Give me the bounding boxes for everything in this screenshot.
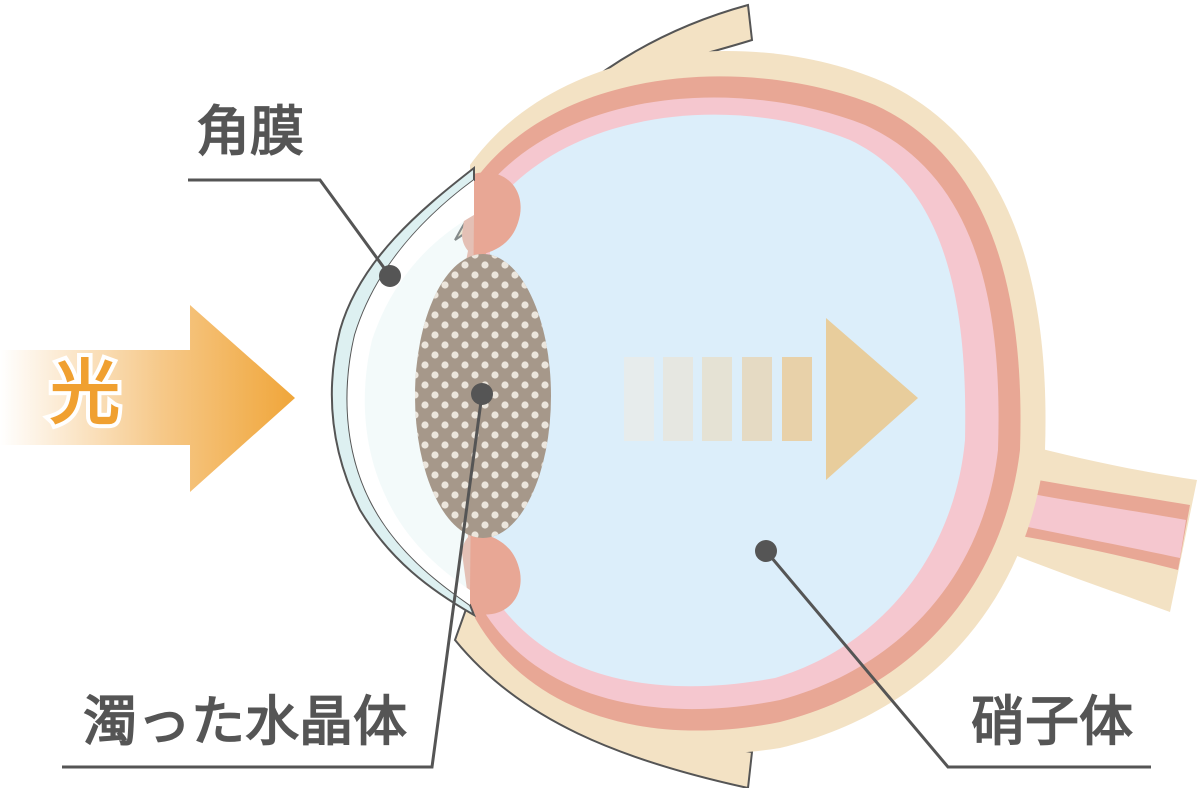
faded-right-arrow-icon <box>624 318 918 480</box>
cornea-callout <box>188 178 401 287</box>
cloudy-lens-label: 濁った水晶体 <box>83 690 407 753</box>
vitreous-callout <box>755 540 1151 769</box>
iris-lower <box>462 532 521 615</box>
light-arrow-icon <box>0 305 295 492</box>
light-label: 光 <box>50 352 120 434</box>
eyeball <box>330 3 1197 788</box>
cornea-label: 角膜 <box>196 100 304 163</box>
cloudy-lens-callout <box>62 383 493 769</box>
iris-upper <box>462 172 521 256</box>
vitreous-label: 硝子体 <box>971 690 1133 753</box>
